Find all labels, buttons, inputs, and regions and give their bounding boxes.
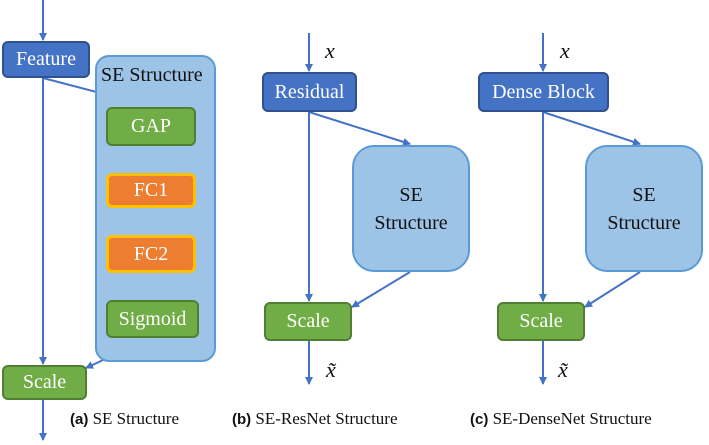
se-b-line1: SE bbox=[399, 183, 423, 206]
dense-block-box: Dense Block bbox=[478, 72, 609, 112]
feature-box: Feature bbox=[2, 41, 90, 78]
arrow-c-dense-se bbox=[542, 111, 641, 146]
gap-box: GAP bbox=[106, 107, 196, 146]
arrow-b-se-scale bbox=[351, 271, 411, 308]
caption-c: (c) SE-DenseNet Structure bbox=[470, 409, 652, 429]
sigmoid-box: Sigmoid bbox=[106, 300, 199, 338]
scale-box-a: Scale bbox=[2, 365, 87, 400]
caption-c-tag: (c) bbox=[470, 411, 489, 428]
se-structure-title: SE Structure bbox=[101, 64, 203, 86]
caption-b-text: SE-ResNet Structure bbox=[255, 409, 398, 428]
caption-a-text: SE Structure bbox=[92, 409, 179, 428]
fc2-box: FC2 bbox=[106, 235, 196, 273]
arrow-c-se-scale bbox=[584, 271, 641, 308]
output-x-tilde-c: x̃ bbox=[558, 357, 568, 382]
caption-b-tag: (b) bbox=[232, 411, 252, 428]
caption-a: (a) SE Structure bbox=[70, 409, 179, 429]
se-structure-box-c: SE Structure bbox=[585, 145, 703, 272]
caption-a-tag: (a) bbox=[70, 411, 89, 428]
se-c-line1: SE bbox=[632, 183, 656, 206]
se-structure-box-b: SE Structure bbox=[352, 145, 470, 272]
scale-box-b: Scale bbox=[264, 302, 352, 341]
output-x-tilde-b: x̃ bbox=[326, 357, 336, 382]
residual-box: Residual bbox=[262, 72, 357, 112]
caption-c-text: SE-DenseNet Structure bbox=[492, 409, 652, 428]
se-b-line2: Structure bbox=[374, 211, 448, 234]
scale-box-c: Scale bbox=[497, 302, 585, 341]
input-x-b: x bbox=[325, 38, 335, 63]
se-c-line2: Structure bbox=[607, 211, 681, 234]
fc1-box: FC1 bbox=[106, 173, 196, 208]
arrow-b-residual-se bbox=[308, 111, 411, 146]
caption-b: (b) SE-ResNet Structure bbox=[232, 409, 398, 429]
input-x-c: x bbox=[560, 38, 570, 63]
